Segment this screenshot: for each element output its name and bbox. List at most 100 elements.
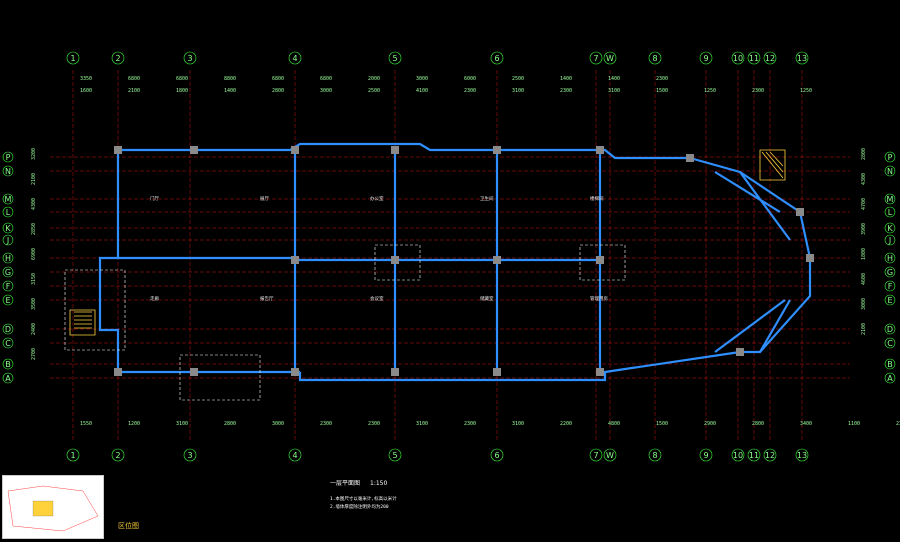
dimension-value: 3000 [416,76,428,82]
axis-label-bottom: 9 [703,451,708,460]
dimension-value: 4300 [861,173,867,185]
room-label: 储藏室 [480,295,494,302]
dimension-value: 2300 [752,88,764,94]
dimension-value: 3100 [512,421,524,427]
grid-bubble-top [763,51,777,65]
axis-label-right: J [888,236,891,245]
axis-label-top: 6 [494,54,499,63]
axis-label-top: 2 [115,54,120,63]
grid-bubble-left [2,252,14,264]
dimension-value: 2400 [31,323,37,335]
grid-bubble-right [884,372,896,384]
dimension-value: 3200 [31,148,37,160]
grid-bubble-bottom [183,448,197,462]
dimension-value: 2100 [31,173,37,185]
grid-bubble-right [884,323,896,335]
axis-label-right: N [887,167,893,176]
drawing-title: 一层平面图 [330,480,360,487]
axis-label-top: 3 [187,54,192,63]
dimension-value: 2700 [31,348,37,360]
grid-bubble-left [2,193,14,205]
dimension-value: 6000 [464,76,476,82]
axis-label-bottom: 8 [652,451,657,460]
axis-label-left: K [5,224,11,233]
room-label: 卫生间 [480,195,494,202]
axis-label-right: E [887,296,892,305]
dimension-value: 2300 [368,421,380,427]
axis-label-bottom: 1 [70,451,75,460]
axis-label-top: 1 [70,54,75,63]
axis-label-right: D [887,325,893,334]
axis-label-top: 10 [733,54,743,63]
dimension-value: 2500 [512,76,524,82]
dimension-value: 6800 [272,76,284,82]
grid-bubble-bottom [763,448,777,462]
axis-label-bottom: 11 [749,451,759,460]
dimension-value: 1100 [848,421,860,427]
stairs [69,149,786,336]
axis-label-bottom: 13 [797,451,807,460]
dimension-value: 2850 [31,223,37,235]
room-label: 管理用房 [590,295,608,302]
dimension-value: 2500 [368,88,380,94]
dimension-value: 6800 [128,76,140,82]
grid-bubble-bottom [795,448,809,462]
grid-bubble-bottom [603,448,617,462]
grid-bubble-left [2,151,14,163]
dimension-value: 3000 [861,298,867,310]
grid-bubble-right [884,234,896,246]
grid-lines [50,70,850,440]
grid-bubble-right [884,252,896,264]
dimension-value: 2800 [752,421,764,427]
dimension-value: 2100 [128,88,140,94]
dimension-value: 4800 [608,421,620,427]
grid-bubble-right [884,358,896,370]
dimension-value: 3100 [608,88,620,94]
dimension-value: 3350 [80,76,92,82]
axis-label-left: F [6,282,11,291]
axis-label-top: 13 [797,54,807,63]
grid-bubble-bottom [747,448,761,462]
axis-label-left: P [6,153,11,162]
dimension-value: 6800 [320,76,332,82]
grid-bubble-right [884,193,896,205]
axis-label-right: G [887,268,893,277]
axis-label-top: 4 [292,54,297,63]
drawing-note: 2.墙体厚度除注明外均为200 [330,503,389,510]
grid-bubble-left [2,323,14,335]
room-label: 楼梯间 [590,195,604,202]
grid-bubble-top [699,51,713,65]
axis-label-top: 11 [749,54,759,63]
room-label: 办公室 [370,195,384,202]
dimension-value: 1600 [80,88,92,94]
axis-label-top: 8 [652,54,657,63]
dimension-value: 3100 [176,421,188,427]
grid-bubble-top [490,51,504,65]
grid-bubble-top [603,51,617,65]
axis-label-bottom: 6 [494,451,499,460]
dimension-value: 1800 [176,88,188,94]
site-location-map-caption: 区位图 [118,522,139,530]
grid-bubble-bottom [589,448,603,462]
grid-bubble-left [2,266,14,278]
dimension-value: 3400 [800,421,812,427]
dimension-value: 2800 [224,421,236,427]
axis-label-left: A [5,374,11,383]
dimension-value: 1400 [224,88,236,94]
dimension-value: 4600 [861,273,867,285]
grid-bubble-left [2,234,14,246]
drawing-note: 1.本图尺寸以毫米计,标高以米计 [330,495,397,502]
grid-bubble-left [2,358,14,370]
columns [114,146,814,376]
site-location-map [2,475,104,539]
axis-label-bottom: 4 [292,451,297,460]
dimension-value: 2300 [560,88,572,94]
grid-bubble-top [589,51,603,65]
dimension-value: 1550 [80,421,92,427]
dimension-value: 2200 [560,421,572,427]
dimension-value: 3150 [31,273,37,285]
grid-bubble-bottom [288,448,302,462]
grid-bubble-left [2,206,14,218]
